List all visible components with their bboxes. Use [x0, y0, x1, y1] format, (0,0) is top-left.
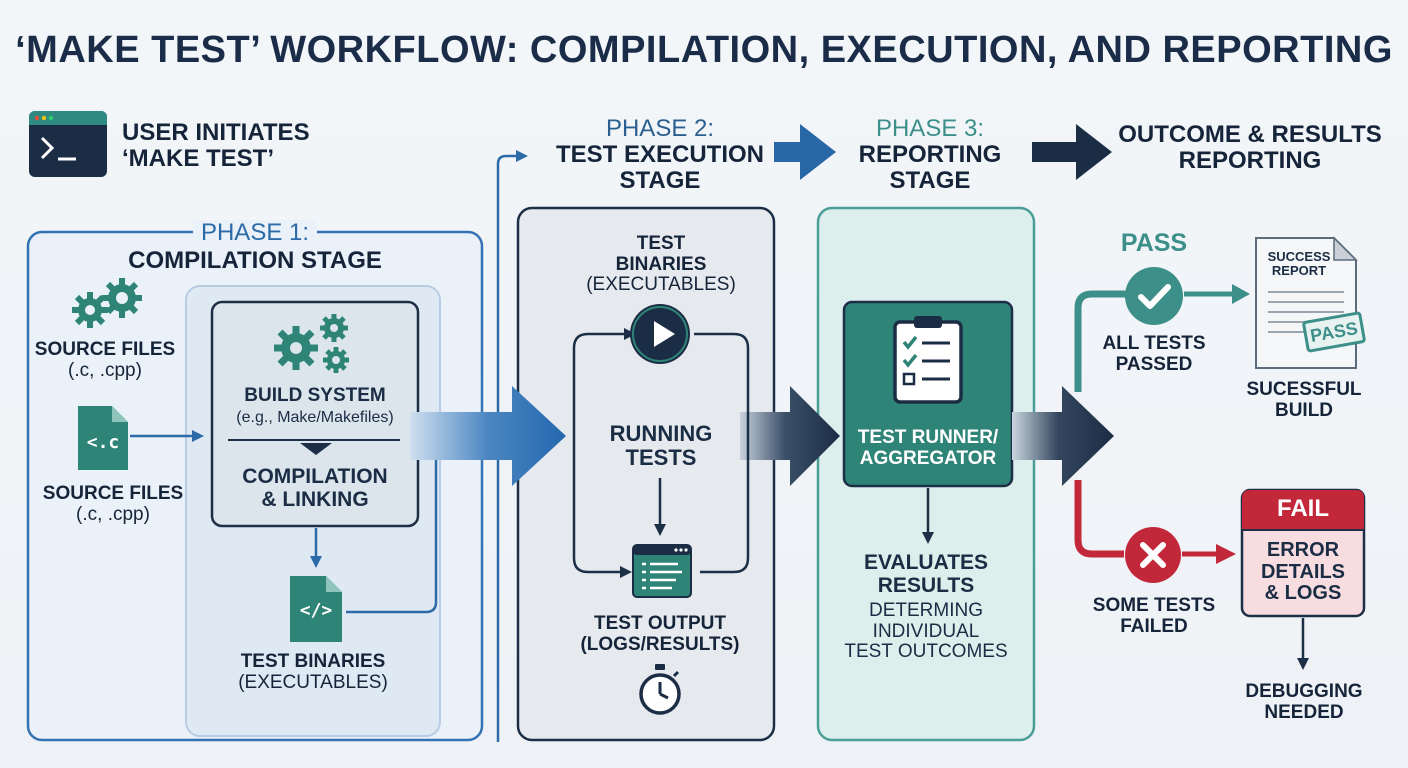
test-runner: TEST RUNNER/ AGGREGATOR: [844, 427, 1012, 469]
evaluates-line1: EVALUATES: [863, 551, 989, 574]
x-icon: [1124, 526, 1182, 584]
successful-build-line2: BUILD: [1274, 399, 1334, 421]
test-runner-line2: AGGREGATOR: [859, 447, 997, 469]
phase3-label: PHASE 3:: [875, 115, 985, 142]
evaluates-line4: INDIVIDUAL: [872, 620, 980, 642]
running-tests-line2: TESTS: [625, 444, 697, 470]
start-label-line1: USER INITIATES: [122, 119, 310, 146]
phase2-name-line2: STAGE: [619, 166, 701, 194]
test-binaries-p2: TEST BINARIES (EXECUTABLES): [518, 233, 804, 296]
check-icon: [1124, 266, 1184, 326]
evaluates-results: EVALUATES RESULTS DETERMING INDIVIDUAL T…: [818, 551, 1034, 663]
source-files-a-line2: (.c, .cpp): [68, 359, 142, 381]
phase2-label: PHASE 2:: [605, 115, 715, 142]
error-details-line3: & LOGS: [1264, 582, 1342, 605]
binary-file-icon: </>: [288, 574, 344, 644]
successful-build: SUCESSFUL BUILD: [1232, 379, 1376, 421]
phase3-name-line2: STAGE: [889, 166, 971, 194]
some-tests-failed: SOME TESTS FAILED: [1082, 595, 1226, 637]
test-binaries-p2-line1: TEST: [636, 233, 686, 254]
phase3-heading: PHASE 3: REPORTING STAGE: [830, 116, 1030, 194]
compilation-line: COMPILATION: [242, 465, 388, 488]
build-system-example: (e.g., Make/Makefiles): [236, 408, 394, 426]
build-system-title: BUILD SYSTEM: [244, 385, 386, 406]
outcome-heading-line2: REPORTING: [1178, 146, 1322, 174]
fail-header: FAIL: [1277, 495, 1329, 522]
test-binaries-p1-line2: (EXECUTABLES): [238, 671, 388, 693]
all-tests-passed-line2: PASSED: [1115, 353, 1193, 375]
running-tests: RUNNING TESTS: [574, 422, 748, 470]
linking-line: & LINKING: [261, 487, 369, 511]
source-files-b: SOURCE FILES (.c, .cpp): [28, 483, 198, 525]
some-tests-failed-line1: SOME TESTS: [1092, 595, 1216, 616]
outcome-heading: OUTCOME & RESULTS REPORTING: [1108, 122, 1392, 174]
error-details-line2: DETAILS: [1260, 560, 1346, 583]
all-tests-passed: ALL TESTS PASSED: [1090, 333, 1218, 375]
debugging-needed: DEBUGGING NEEDED: [1228, 681, 1380, 723]
successful-build-line1: SUCESSFUL: [1246, 379, 1362, 400]
log-window-icon: [632, 544, 692, 598]
test-binaries-p2-line3: (EXECUTABLES): [586, 274, 736, 296]
phase2-heading: PHASE 2: TEST EXECUTION STAGE: [530, 116, 790, 194]
source-files-b-line2: (.c, .cpp): [76, 503, 150, 525]
build-system: BUILD SYSTEM (e.g., Make/Makefiles): [212, 385, 418, 426]
pass-label: PASS: [1120, 229, 1188, 257]
c-file-glyph: <.c: [86, 432, 120, 453]
report-title-line2: REPORT: [1271, 263, 1327, 279]
binary-file-glyph: </>: [299, 600, 333, 621]
phase1-name: COMPILATION STAGE: [128, 246, 382, 274]
gears-icon: [70, 276, 144, 332]
test-output: TEST OUTPUT (LOGS/RESULTS): [560, 613, 760, 655]
phase1-label: PHASE 1:: [192, 220, 318, 246]
start-label-line2: ‘MAKE TEST’: [122, 144, 275, 172]
build-gears-icon: [272, 312, 354, 376]
report-title: SUCCESS REPORT: [1254, 249, 1344, 279]
test-binaries-p1-line1: TEST BINARIES: [240, 651, 386, 672]
debugging-needed-line2: NEEDED: [1264, 701, 1344, 723]
debugging-needed-line1: DEBUGGING: [1245, 681, 1363, 702]
some-tests-failed-line2: FAILED: [1120, 615, 1188, 637]
evaluates-line3: DETERMING: [869, 600, 983, 622]
phase2-name-line1: TEST EXECUTION: [555, 140, 765, 168]
error-details-line1: ERROR: [1266, 539, 1340, 561]
test-output-line2: (LOGS/RESULTS): [580, 633, 740, 655]
report-title-line1: SUCCESS: [1267, 249, 1331, 264]
stopwatch-icon: [638, 662, 682, 718]
source-files-a-line1: SOURCE FILES: [34, 339, 176, 360]
test-binaries-p1: TEST BINARIES (EXECUTABLES): [186, 651, 440, 693]
phase3-name-line1: REPORTING: [858, 140, 1002, 168]
test-binaries-p2-line2: BINARIES: [615, 253, 707, 275]
success-report-document: SUCCESS REPORT PASS: [1254, 236, 1367, 370]
all-tests-passed-line1: ALL TESTS: [1102, 333, 1206, 354]
clipboard-checklist-icon: [892, 314, 964, 404]
compilation-linking: COMPILATION & LINKING: [212, 465, 418, 511]
c-file-icon: <.c: [76, 404, 130, 472]
source-files-b-line1: SOURCE FILES: [42, 483, 184, 504]
phase1-heading: PHASE 1: COMPILATION STAGE: [28, 220, 482, 274]
running-tests-line1: RUNNING: [609, 421, 713, 446]
evaluates-line2: RESULTS: [877, 573, 975, 597]
start-label: USER INITIATES ‘MAKE TEST’: [122, 120, 310, 172]
evaluates-line5: TEST OUTCOMES: [844, 641, 1008, 663]
page-title: ‘MAKE TEST’ WORKFLOW: COMPILATION, EXECU…: [15, 29, 1393, 71]
play-icon: [628, 302, 692, 366]
terminal-icon: [28, 110, 108, 178]
error-details: ERROR DETAILS & LOGS: [1242, 539, 1364, 605]
test-output-line1: TEST OUTPUT: [594, 613, 726, 634]
outcome-heading-line1: OUTCOME & RESULTS: [1118, 121, 1382, 148]
test-runner-line1: TEST RUNNER/: [857, 427, 999, 448]
source-files-a: SOURCE FILES (.c, .cpp): [28, 339, 182, 381]
